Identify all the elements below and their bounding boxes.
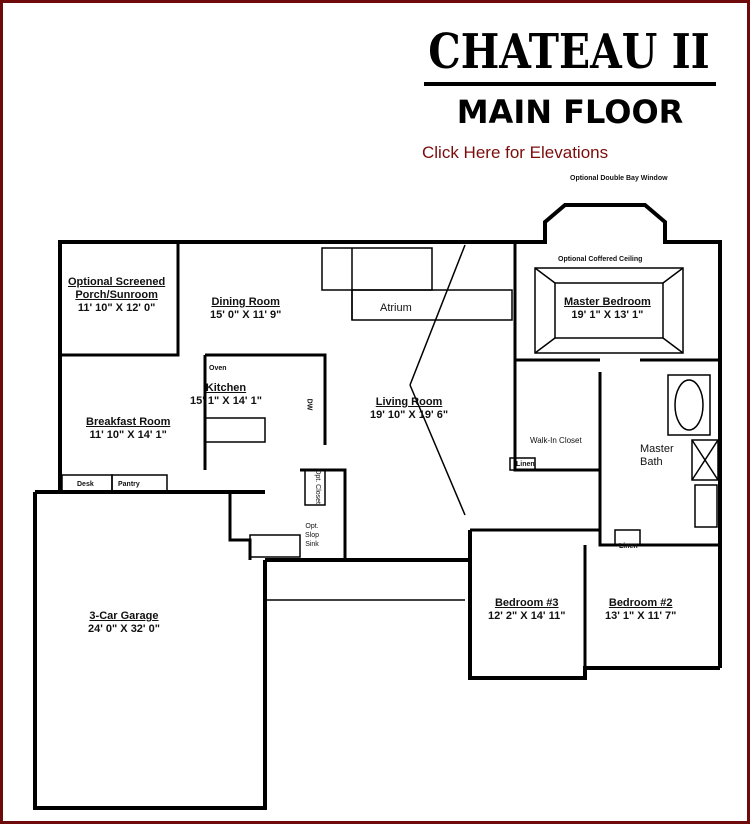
room-walk-in-closet: Walk-In Closet (530, 436, 582, 445)
coffered-ceiling-note: Optional Coffered Ceiling (558, 256, 643, 263)
title-underline (424, 82, 716, 86)
plan-subtitle: MAIN FLOOR (456, 93, 684, 131)
opt-closet-label: Opt. Closet (314, 468, 322, 505)
room-atrium: Atrium (380, 302, 412, 314)
linen-master-label: Linen (516, 461, 535, 468)
details (61, 244, 719, 601)
oven-label: Oven (209, 365, 227, 372)
dishwasher-label: DW (305, 398, 313, 411)
elevations-link[interactable]: Click Here for Elevations (422, 143, 609, 162)
room-porch: Optional Screened Porch/Sunroom 11' 10" … (68, 276, 166, 314)
bay-window-note: Optional Double Bay Window (570, 175, 668, 182)
desk-label: Desk (77, 481, 94, 488)
exterior-walls (33, 203, 722, 810)
pantry-label: Pantry (118, 481, 140, 488)
linen-hall-label: Linen (619, 543, 638, 550)
plan-title: CHATEAU II (428, 24, 710, 80)
